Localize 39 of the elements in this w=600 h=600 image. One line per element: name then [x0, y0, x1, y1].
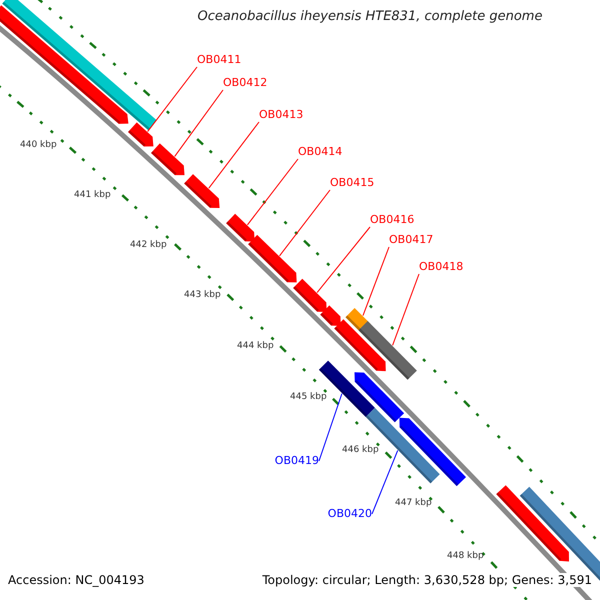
genome-info-text: Topology: circular; Length: 3,630,528 bp; Genes: 3,591 [262, 573, 592, 587]
gene-feature [358, 321, 417, 380]
gene-feature [128, 122, 154, 146]
scale-label: 442 kbp [130, 239, 167, 252]
leader-line [392, 274, 420, 346]
gene-label: OB0420 [328, 507, 372, 521]
gene-feature [151, 143, 184, 176]
leader-line [316, 226, 370, 294]
leader-line [208, 122, 260, 189]
leader-line [362, 246, 390, 316]
accession-text: Accession: NC_004193 [8, 573, 144, 587]
scale-label: 447 kbp [395, 497, 432, 510]
gene-label: OB0414 [298, 145, 342, 159]
gene-label: OB0418 [419, 260, 464, 274]
gene-label: OB0415 [330, 176, 374, 190]
title: Oceanobacillus iheyensis HTE831, complete genome [196, 10, 544, 24]
leader-line [279, 190, 330, 256]
scale-label: 446 kbp [342, 444, 379, 457]
gene-label: OB0419 [274, 454, 319, 468]
scale-label: 443 kbp [184, 289, 221, 302]
gene-feature [226, 214, 255, 242]
gene-label: OB0416 [370, 213, 414, 227]
scale-label: 444 kbp [237, 340, 274, 353]
scale-label: 440 kbp [20, 139, 57, 152]
scale-label: 441 kbp [74, 189, 111, 202]
leader-line [147, 66, 198, 132]
leader-line [372, 450, 398, 514]
gene-label: OB0413 [259, 108, 304, 122]
gene-label: OB0417 [389, 233, 434, 247]
gene-label: OB0411 [197, 53, 242, 67]
gene-feature [184, 174, 220, 208]
leader-line [246, 158, 298, 226]
gene-feature [293, 278, 327, 312]
leader-line [318, 393, 342, 462]
gene-label: OB0412 [223, 76, 268, 90]
scale-label: 448 kbp [447, 550, 484, 563]
leader-line [174, 90, 224, 157]
scale-label: 445 kbp [290, 391, 327, 404]
gene-feature [248, 234, 297, 282]
